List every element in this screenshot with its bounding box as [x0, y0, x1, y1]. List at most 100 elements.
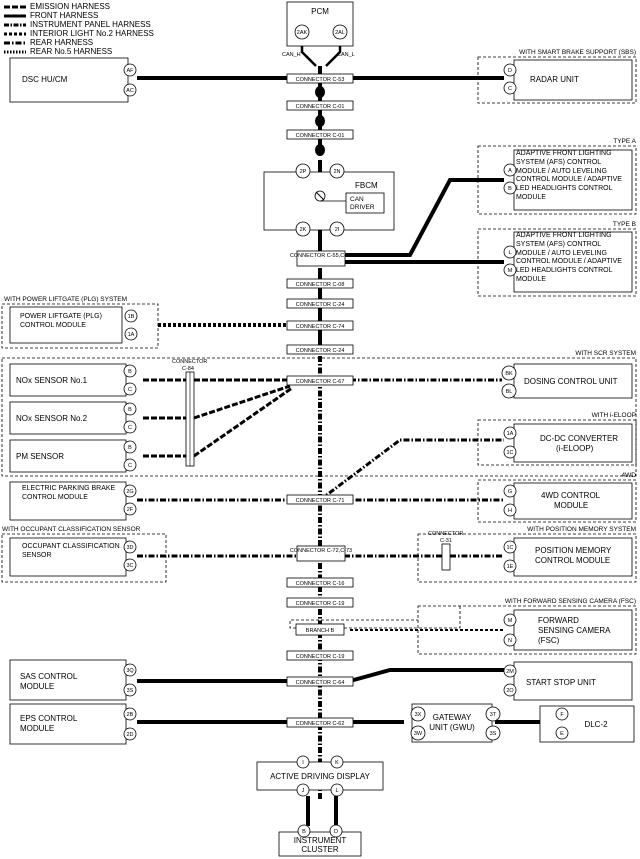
pin: B — [128, 407, 132, 413]
afs-a-label: ADAPTIVE FRONT LIGHTING SYSTEM (AFS) CON… — [516, 150, 622, 201]
connector-label: CONNECTOR C-62 — [296, 721, 345, 727]
pin: E — [560, 731, 564, 737]
pms-title: WITH POSITION MEMORY SYSTEM — [527, 526, 636, 533]
pms-label: POSITION MEMORY — [535, 546, 612, 555]
pin: L — [335, 788, 338, 794]
pin: C — [508, 86, 512, 92]
fbcm-label: FBCM — [355, 181, 378, 190]
pin: C — [128, 387, 132, 393]
fsc-label: SENSING CAMERA — [538, 626, 611, 635]
pin: 2AL — [335, 30, 345, 36]
pin: N — [508, 638, 512, 644]
ic-label: INSTRUMENT — [294, 836, 347, 845]
pin: 2O — [506, 688, 514, 694]
dlc-label: DLC-2 — [584, 720, 608, 729]
start-stop-unit: START STOP UNIT 2M 2O — [503, 661, 633, 701]
sas-label: SAS CONTROL — [20, 672, 78, 681]
pin: 1A — [128, 332, 135, 338]
c84-label: C-84 — [182, 366, 194, 372]
pm-label: PM SENSOR — [16, 452, 64, 461]
pin: 3S — [127, 688, 134, 694]
pin: BK — [505, 371, 513, 377]
awd-title: 4WD — [622, 472, 637, 479]
pin: H — [508, 508, 512, 514]
connector-label: CONNECTOR C-55,C-54 — [290, 253, 352, 259]
pin: 1C — [506, 450, 513, 456]
dc-dc-converter: DC-DC CONVERTER (i-ELOOP) 1A 1C — [503, 423, 633, 463]
trunk-connectors: CONNECTOR C-53 CONNECTOR C-01 CONNECTOR … — [286, 73, 354, 728]
connector-label: CONNECTOR C-19 — [296, 654, 345, 660]
pin: 2D — [126, 732, 133, 738]
connector-label: CONNECTOR C-67 — [296, 379, 345, 385]
pin: 3W — [414, 731, 423, 737]
pin: D — [334, 829, 338, 835]
gwu-label: UNIT (GWU) — [429, 723, 475, 732]
pin: 3D — [126, 545, 133, 551]
pin: C — [128, 463, 132, 469]
pin: 1E — [507, 564, 514, 570]
pin: M — [508, 618, 513, 624]
pin: 2I — [335, 227, 340, 233]
connector-label: CONNECTOR C-24 — [296, 302, 345, 308]
connector-label: CONNECTOR C-72,C-73 — [290, 548, 352, 554]
pin: B — [508, 186, 512, 192]
sbs-title: WITH SMART BRAKE SUPPORT (SBS) — [519, 49, 636, 56]
awd-label: MODULE — [554, 501, 588, 510]
connector-c84: CONNECTOR C-84 — [172, 359, 207, 467]
dsc-module: DSC HU/CM AF AC — [9, 57, 137, 103]
scr-title: WITH SCR SYSTEM — [575, 350, 636, 357]
pin: D — [508, 68, 512, 74]
gateway-unit: GATEWAY UNIT (GWU) 3X 3W 3T 3S — [410, 703, 501, 743]
pm-sensor: PM SENSOR B C — [9, 439, 137, 473]
plg-label: POWER LIFTGATE (PLG) CONTROL MODULE — [20, 313, 102, 329]
pin: 1A — [507, 431, 514, 437]
pin: J — [302, 788, 305, 794]
legend-label: INTERIOR LIGHT No.2 HARNESS — [30, 29, 154, 38]
pin: I — [302, 760, 304, 766]
connector-label: CONNECTOR C-01 — [296, 133, 345, 139]
pin: M — [508, 268, 513, 274]
pin: 3X — [415, 712, 422, 718]
awd-module: 4WD CONTROL MODULE G H — [503, 482, 633, 520]
dsc-label: DSC HU/CM — [22, 75, 68, 84]
eps-module: EPS CONTROL MODULE 2B 2D — [9, 703, 137, 745]
awd-label: 4WD CONTROL — [541, 491, 601, 500]
radar-label: RADAR UNIT — [530, 75, 579, 84]
afs-a-title: TYPE A — [613, 138, 636, 145]
nox1-label: NOx SENSOR No.1 — [16, 376, 88, 385]
pin: C — [128, 425, 132, 431]
ocs-label: OCCUPANT CLASSIFICATION SENSOR — [22, 543, 120, 559]
pin: 3T — [490, 712, 497, 718]
pin: AF — [126, 68, 134, 74]
plg-module: POWER LIFTGATE (PLG) CONTROL MODULE 1B 1… — [9, 306, 138, 344]
legend-label: EMISSION HARNESS — [30, 2, 110, 11]
legend-label: INSTRUMENT PANEL HARNESS — [30, 20, 151, 29]
add-label: ACTIVE DRIVING DISPLAY — [270, 772, 371, 781]
connector-label: CONNECTOR C-74 — [296, 324, 345, 330]
nox-sensor-2: NOx SENSOR No.2 B C — [9, 401, 137, 435]
pin: B — [302, 829, 306, 835]
dcdc-label: (i-ELOOP) — [556, 444, 594, 453]
legend: EMISSION HARNESS FRONT HARNESS INSTRUMEN… — [4, 2, 154, 56]
ieloop-title: WITH i-ELOOP — [592, 412, 636, 419]
connector-label: CONNECTOR C-19 — [296, 601, 345, 607]
pin: 3C — [126, 563, 133, 569]
pin: 2F — [127, 507, 134, 513]
pin: 1B — [128, 314, 135, 320]
gwu-label: GATEWAY — [433, 713, 472, 722]
pin: BL — [506, 389, 513, 395]
fsc-module: FORWARD SENSING CAMERA (FSC) M N — [289, 606, 633, 651]
ocs-title: WITH OCCUPANT CLASSIFICATION SENSOR — [2, 526, 141, 533]
pcm-label: PCM — [311, 7, 329, 16]
pin: 2M — [506, 669, 514, 675]
c31-label: CONNECTOR — [428, 531, 463, 537]
afs-b-label: ADAPTIVE FRONT LIGHTING SYSTEM (AFS) CON… — [516, 232, 622, 283]
pin: 2P — [300, 169, 307, 175]
pin: B — [128, 445, 132, 451]
fsc-title: WITH FORWARD SENSING CAMERA (FSC) — [505, 598, 636, 605]
pin: L — [508, 250, 511, 256]
legend-label: REAR HARNESS — [30, 38, 93, 47]
fsc-label: (FSC) — [538, 636, 560, 645]
pin: 1C — [506, 545, 513, 551]
